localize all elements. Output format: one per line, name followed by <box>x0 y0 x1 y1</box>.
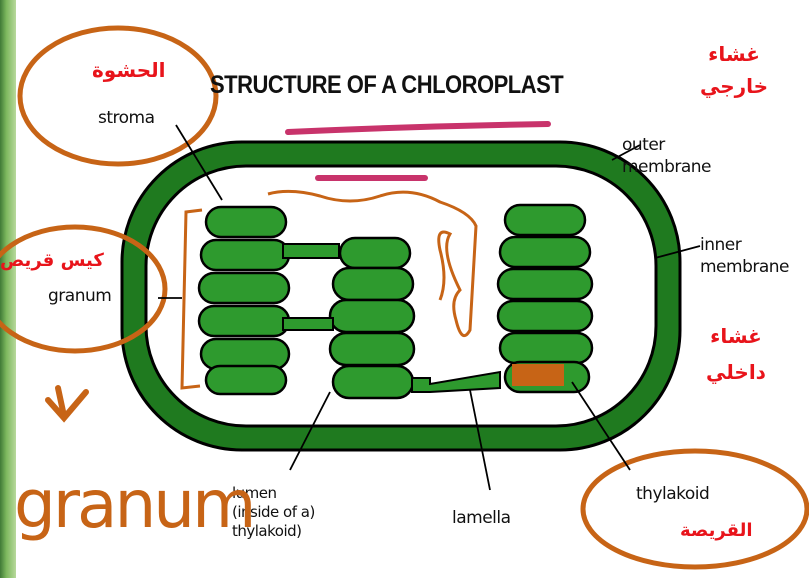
thylakoid-arabic-note: القريصة <box>680 520 753 541</box>
granum-arabic-note: كيس قريص <box>0 250 104 271</box>
granum-handwritten-note: granum <box>14 466 253 543</box>
granum-right <box>498 205 592 392</box>
granum-middle <box>330 238 414 398</box>
outer-membrane-label: outer membrane <box>622 134 711 178</box>
outer-membrane-highlight <box>288 124 548 132</box>
inner-membrane-label: inner membrane <box>700 234 789 278</box>
inner-membrane-arabic-note: غشاء داخلي <box>706 318 766 390</box>
stroma-label: stroma <box>98 108 155 128</box>
thylakoid-highlight <box>512 364 564 386</box>
outer-membrane-arabic-note: غشاء خارجي <box>700 38 768 102</box>
stroma-arabic-note: الحشوة <box>92 58 165 82</box>
diagram-title: STRUCTURE OF A CHLOROPLAST <box>210 70 563 100</box>
thylakoid-label: thylakoid <box>636 484 709 504</box>
lamella-label: lamella <box>452 508 511 528</box>
granum-label: granum <box>48 286 111 306</box>
down-arrow-annotation <box>48 388 86 418</box>
granum-left <box>199 207 289 394</box>
thylakoid-annotation-oval <box>583 451 807 567</box>
